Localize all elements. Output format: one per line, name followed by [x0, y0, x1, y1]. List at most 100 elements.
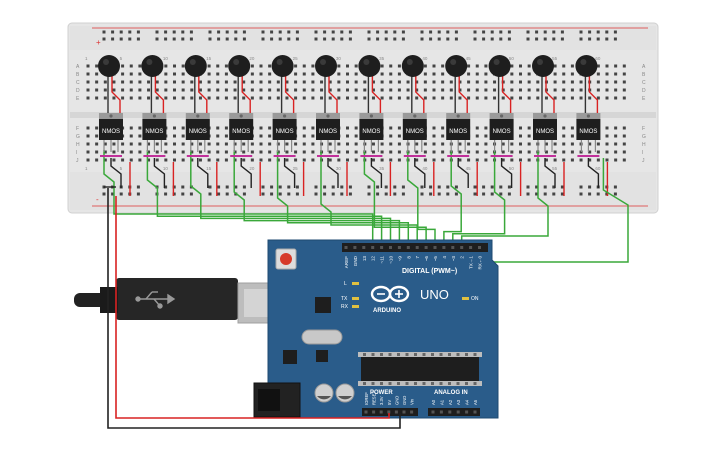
rail-hole	[172, 30, 176, 34]
terminal-hole	[570, 80, 574, 84]
chip-pin	[414, 382, 417, 385]
column-label: 10	[163, 166, 169, 171]
terminal-hole	[346, 96, 349, 100]
rail-hole	[136, 185, 140, 189]
terminal-hole	[259, 72, 263, 76]
terminal-hole	[544, 158, 548, 162]
rail-hole	[119, 192, 123, 196]
terminal-hole	[95, 64, 99, 68]
column-label: 1	[85, 56, 88, 61]
reset-button-cap	[280, 253, 292, 265]
terminal-hole	[95, 142, 99, 146]
led-label-l: L	[344, 281, 347, 287]
rail-hole	[242, 30, 246, 34]
module: NMOS	[401, 55, 427, 157]
terminal-hole	[614, 126, 618, 130]
rail-hole	[613, 192, 617, 196]
rail-hole	[499, 37, 503, 41]
terminal-hole	[86, 150, 90, 154]
terminal-hole	[216, 150, 220, 154]
rail-hole	[596, 192, 600, 196]
rail-hole	[596, 37, 600, 41]
terminal-hole	[181, 142, 185, 146]
vibration-motor-icon	[228, 55, 251, 77]
module: NMOS	[575, 55, 601, 157]
terminal-hole	[268, 96, 272, 100]
analog-header-pin	[448, 410, 452, 414]
module: NMOS	[532, 55, 557, 157]
terminal-hole	[467, 150, 471, 154]
terminal-hole	[484, 88, 488, 92]
motor-lead-red	[198, 72, 208, 118]
terminal-hole	[259, 142, 263, 146]
rail-sign: +	[96, 38, 101, 47]
row-letter: E	[642, 96, 646, 102]
column-label: 50	[509, 56, 515, 61]
module: NMOS	[488, 55, 514, 157]
terminal-hole	[224, 150, 228, 154]
terminal-hole	[397, 88, 401, 92]
rail-hole	[331, 30, 335, 34]
terminal-hole	[216, 126, 220, 130]
arduino-brand: ARDUINO	[373, 308, 401, 314]
analog-pin-label: A5	[473, 399, 478, 405]
rail-hole	[560, 30, 564, 34]
terminal-hole	[181, 72, 185, 76]
terminal-hole	[216, 142, 220, 146]
column-label: 60	[595, 56, 601, 61]
terminal-hole	[346, 150, 349, 154]
digital-pin-label: 13	[362, 256, 367, 262]
module: NMOS	[228, 55, 254, 157]
terminal-hole	[354, 126, 358, 130]
chip-pin	[380, 382, 383, 385]
terminal-hole	[155, 150, 159, 154]
terminal-hole	[389, 96, 393, 100]
terminal-hole	[484, 64, 488, 68]
terminal-hole	[432, 96, 436, 100]
analog-header-pin	[465, 410, 469, 414]
terminal-hole	[285, 158, 289, 162]
terminal-hole	[449, 96, 453, 100]
motor-highlight	[233, 59, 240, 65]
terminal-hole	[562, 80, 566, 84]
vibration-motor-icon	[184, 55, 207, 77]
terminal-hole	[103, 150, 107, 154]
rail-hole	[331, 185, 335, 189]
header-pin	[469, 246, 473, 249]
rail-hole	[384, 37, 388, 41]
terminal-hole	[562, 150, 566, 154]
terminal-hole	[406, 80, 410, 84]
terminal-hole	[553, 158, 557, 162]
analog-header-pin	[473, 410, 477, 414]
analog-header	[428, 408, 480, 416]
terminal-hole	[311, 96, 315, 100]
terminal-hole	[596, 80, 600, 84]
power-header-pin	[372, 410, 376, 414]
terminal-hole	[614, 88, 618, 92]
gnd-wire	[587, 158, 600, 188]
rail-hole	[102, 37, 106, 41]
terminal-hole	[103, 96, 107, 100]
column-label: 55	[552, 166, 558, 171]
module: NMOS	[184, 55, 210, 157]
rail-hole	[429, 192, 433, 196]
terminal-hole	[285, 88, 289, 92]
rail-hole	[446, 37, 450, 41]
rail-hole	[217, 185, 221, 189]
gnd-wire	[197, 158, 209, 188]
rail-hole	[128, 30, 132, 34]
terminal-hole	[527, 134, 531, 138]
terminal-hole	[475, 134, 479, 138]
rail-hole	[482, 30, 486, 34]
terminal-hole	[268, 88, 272, 92]
terminal-hole	[129, 96, 133, 100]
row-letter: E	[76, 96, 80, 102]
chip-pin	[456, 353, 460, 356]
digital-pin-label: 12	[371, 256, 376, 262]
terminal-hole	[562, 142, 566, 146]
terminal-hole	[380, 150, 384, 154]
rail-hole	[111, 192, 115, 196]
terminal-hole	[510, 88, 514, 92]
digital-pin-label: ~5	[433, 256, 438, 262]
nmos-label: NMOS	[536, 129, 554, 135]
